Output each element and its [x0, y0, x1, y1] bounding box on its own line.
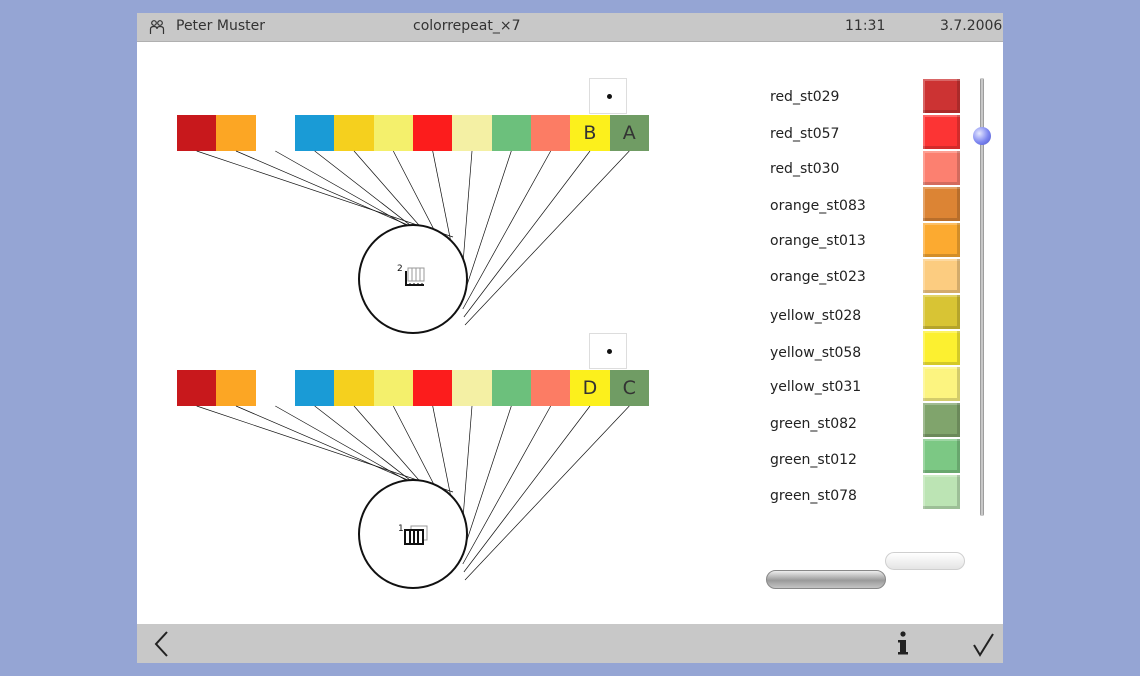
date: 3.7.2006: [940, 18, 1003, 34]
connection-line: [462, 405, 552, 565]
palette-label: green_st082: [770, 416, 857, 432]
palette-label: yellow_st028: [770, 308, 862, 324]
palette-swatch[interactable]: [923, 187, 960, 221]
color-cell[interactable]: C: [609, 370, 649, 406]
connection-line: [461, 150, 512, 302]
color-cell[interactable]: [216, 115, 256, 151]
bottom-bar: [137, 624, 1003, 663]
palette-label: red_st057: [770, 126, 840, 142]
color-cell[interactable]: [530, 115, 571, 151]
palette-swatch[interactable]: [923, 259, 960, 293]
color-cell[interactable]: [452, 370, 492, 406]
color-cell[interactable]: D: [570, 370, 610, 406]
app-window: Peter Muster colorrepeat_×7 11:31 3.7.20…: [137, 13, 1003, 663]
dot-icon: [607, 349, 612, 354]
palette-label: yellow_st031: [770, 379, 862, 395]
connection-line: [196, 405, 454, 493]
palette-swatch[interactable]: [923, 295, 960, 329]
color-cell[interactable]: A: [609, 115, 649, 151]
palette-label: green_st078: [770, 488, 857, 504]
palette-swatch[interactable]: [923, 475, 960, 509]
chevron-left-icon[interactable]: [151, 630, 173, 662]
roller-gauge-icon-1: [403, 267, 429, 291]
palette-swatch[interactable]: [923, 223, 960, 257]
connection-line: [196, 150, 454, 238]
color-cell[interactable]: [177, 115, 217, 151]
color-cell[interactable]: [412, 115, 453, 151]
top-bar: Peter Muster colorrepeat_×7 11:31 3.7.20…: [137, 13, 1003, 42]
color-cell[interactable]: [255, 115, 295, 151]
palette-label: orange_st083: [770, 198, 866, 214]
color-cell[interactable]: [177, 370, 217, 406]
color-cell[interactable]: [452, 115, 492, 151]
palette-swatch[interactable]: [923, 115, 960, 149]
cell-label: C: [622, 377, 636, 399]
users-icon[interactable]: [149, 19, 165, 35]
palette-label: orange_st013: [770, 233, 866, 249]
color-cell[interactable]: [294, 370, 335, 406]
color-cell[interactable]: [373, 115, 413, 151]
color-cell[interactable]: [412, 370, 453, 406]
color-cell[interactable]: [530, 370, 571, 406]
connection-line: [462, 150, 552, 310]
connection-line: [464, 405, 630, 581]
color-cell[interactable]: [216, 370, 256, 406]
cell-label: D: [582, 377, 598, 399]
page-title: colorrepeat_×7: [413, 18, 521, 34]
palette-label: red_st030: [770, 161, 840, 177]
color-cell[interactable]: [373, 370, 413, 406]
connection-line: [463, 405, 591, 573]
apply-pill-button[interactable]: [766, 570, 886, 589]
color-cell[interactable]: [255, 370, 295, 406]
roller-gauge-icon-2: [401, 525, 429, 551]
check-icon[interactable]: [970, 630, 996, 662]
color-cell[interactable]: B: [570, 115, 610, 151]
roller-2[interactable]: [358, 479, 468, 589]
palette-label: green_st012: [770, 452, 857, 468]
palette-swatch[interactable]: [923, 367, 960, 401]
palette-swatch[interactable]: [923, 331, 960, 365]
connection-line: [464, 150, 630, 326]
connection-lines-2: [196, 405, 630, 581]
palette-scroll-track[interactable]: [980, 78, 984, 516]
reset-pill-button[interactable]: [885, 552, 965, 570]
color-cell[interactable]: [334, 115, 374, 151]
cell-label: A: [622, 122, 636, 144]
color-cell[interactable]: [334, 370, 374, 406]
cell-label: B: [583, 122, 597, 144]
connection-line: [463, 150, 591, 318]
palette-swatch[interactable]: [923, 439, 960, 473]
pattern-toggle-1[interactable]: [589, 78, 627, 114]
palette-swatch[interactable]: [923, 403, 960, 437]
palette-label: yellow_st058: [770, 345, 862, 361]
palette-swatch[interactable]: [923, 151, 960, 185]
roller-number-2: 1: [398, 524, 404, 534]
palette-label: red_st029: [770, 89, 840, 105]
palette-label: orange_st023: [770, 269, 866, 285]
palette-swatch[interactable]: [923, 79, 960, 113]
color-cell[interactable]: [294, 115, 335, 151]
color-cell[interactable]: [491, 115, 531, 151]
roller-number-1: 2: [397, 264, 403, 274]
user-name: Peter Muster: [176, 18, 265, 34]
connection-line: [461, 405, 512, 557]
color-cell[interactable]: [491, 370, 531, 406]
info-icon[interactable]: [895, 630, 911, 662]
palette-scroll-thumb[interactable]: [973, 127, 991, 145]
pattern-toggle-2[interactable]: [589, 333, 627, 369]
clock-time: 11:31: [845, 18, 886, 34]
dot-icon: [607, 94, 612, 99]
